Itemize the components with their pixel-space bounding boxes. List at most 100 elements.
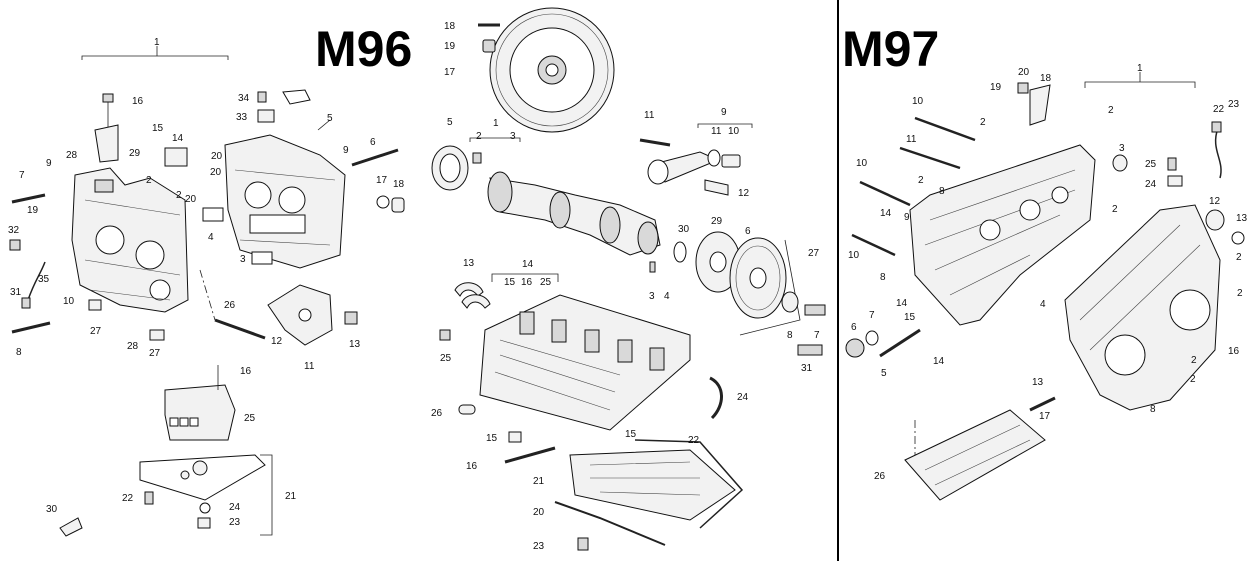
callout: 1 [493, 118, 499, 129]
oil-pan [569, 449, 736, 521]
callout: 12 [1209, 196, 1221, 207]
callout: 34 [238, 93, 250, 104]
callout: 11 [906, 134, 917, 145]
callout: 21 [285, 491, 297, 502]
callout: 15 [904, 312, 916, 323]
callout: 14 [933, 356, 945, 367]
callout: 9 [46, 158, 52, 169]
callout: 13 [349, 339, 361, 350]
callout: 10 [728, 126, 740, 137]
callout: 32 [8, 225, 20, 236]
callout: 10 [856, 158, 868, 169]
callout: 8 [939, 186, 945, 197]
callout: 4 [1040, 299, 1046, 310]
callout: 3 [649, 291, 655, 302]
callout: 35 [38, 274, 50, 285]
crankshaft [489, 177, 661, 256]
callout: 15 [486, 433, 498, 444]
callout: 26 [874, 471, 886, 482]
callout: 25 [440, 353, 452, 364]
callout: 9 [721, 107, 727, 118]
callout: 5 [881, 368, 887, 379]
callout: 28 [66, 150, 78, 161]
m97-title: M97 [842, 21, 939, 77]
callout: 30 [46, 504, 58, 515]
callout: 12 [271, 336, 283, 347]
callout: 22 [688, 435, 700, 446]
callout: 25 [1145, 159, 1157, 170]
callout: 2 [146, 175, 152, 186]
callout: 16 [1228, 346, 1240, 357]
m96-crank-group [431, 7, 826, 551]
callout: 10 [848, 250, 860, 261]
callout: 14 [896, 298, 908, 309]
callout: 7 [19, 170, 25, 181]
callout: 24 [737, 392, 749, 403]
callout: 9 [343, 145, 349, 156]
callout: 11 [711, 126, 722, 137]
callout: 3 [1119, 143, 1125, 154]
m96-left-callouts: 1 16 34 33 5 6 15 14 29 28 9 7 20 20 2 2… [8, 37, 405, 528]
callout: 12 [738, 188, 750, 199]
callout: 22 [122, 493, 134, 504]
oil-pan-gasket [139, 454, 266, 501]
oil-baffle [164, 384, 236, 441]
callout: 21 [533, 476, 545, 487]
callout: 3 [510, 131, 516, 142]
callout: 2 [476, 131, 482, 142]
callout: 27 [149, 348, 161, 359]
callout: 15 [152, 123, 164, 134]
m96-crankcase-group [9, 46, 405, 537]
callout: 7 [869, 310, 875, 321]
callout: 20 [1018, 67, 1030, 78]
callout: 26 [224, 300, 236, 311]
callout: 15 [504, 277, 516, 288]
callout: 1 [1137, 63, 1143, 74]
callout: 2 [1191, 355, 1197, 366]
callout: 17 [1039, 411, 1051, 422]
m97-bearing-bridge [904, 409, 1046, 501]
callout: 14 [880, 208, 892, 219]
callout: 2 [1190, 374, 1196, 385]
callout: 4 [208, 232, 214, 243]
callout: 2 [980, 117, 986, 128]
callout: 13 [1236, 213, 1248, 224]
callout: 13 [1032, 377, 1044, 388]
callout: 1 [154, 37, 160, 48]
callout: 27 [90, 326, 102, 337]
callout: 20 [185, 194, 197, 205]
crankcase-left-half [71, 167, 189, 313]
callout: 31 [10, 287, 22, 298]
callout: 2 [918, 175, 924, 186]
callout: 18 [393, 179, 405, 190]
m97-upper-crankcase [909, 144, 1096, 326]
callout: 2 [1108, 105, 1114, 116]
callout: 27 [808, 248, 820, 259]
callout: 14 [172, 133, 184, 144]
callout: 16 [240, 366, 252, 377]
callout: 19 [990, 82, 1002, 93]
callout: 5 [447, 117, 453, 128]
callout: 4 [664, 291, 670, 302]
m96-mid-callouts: 18 19 17 11 9 11 10 12 5 1 2 3 29 6 27 3… [431, 21, 820, 552]
callout: 9 [904, 212, 910, 223]
callout: 25 [540, 277, 552, 288]
callout: 20 [210, 167, 222, 178]
callout: 6 [370, 137, 376, 148]
callout: 8 [16, 347, 22, 358]
callout: 20 [211, 151, 223, 162]
callout: 10 [63, 296, 75, 307]
callout: 30 [678, 224, 690, 235]
callout: 24 [229, 502, 241, 513]
callout: 13 [463, 258, 475, 269]
callout: 2 [1236, 252, 1242, 263]
callout: 11 [304, 361, 315, 372]
callout: 18 [444, 21, 456, 32]
callout: 8 [1150, 404, 1156, 415]
callout: 16 [132, 96, 144, 107]
callout: 22 [1213, 104, 1225, 115]
callout: 17 [376, 175, 388, 186]
m97-lower-crankcase [1064, 204, 1221, 411]
callout: 18 [1040, 73, 1052, 84]
